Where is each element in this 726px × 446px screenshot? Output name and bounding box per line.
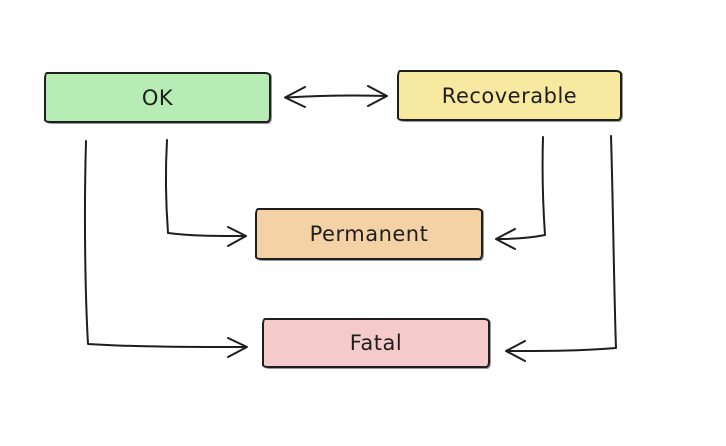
arrow-ok-recoverable-bidirectional [284,85,388,108]
node-ok-label: OK [141,85,174,110]
node-fatal: Fatal [262,318,490,368]
arrow-recoverable-to-permanent [495,136,546,250]
arrow-ok-to-permanent [164,139,247,247]
arrow-ok-to-fatal [83,140,248,358]
node-ok: OK [44,72,271,123]
arrow-recoverable-to-fatal [505,135,617,362]
node-recoverable: Recoverable [397,70,622,121]
node-recoverable-label: Recoverable [441,83,578,108]
node-permanent: Permanent [255,208,483,260]
node-fatal-label: Fatal [349,331,403,355]
node-permanent-label: Permanent [309,222,429,246]
